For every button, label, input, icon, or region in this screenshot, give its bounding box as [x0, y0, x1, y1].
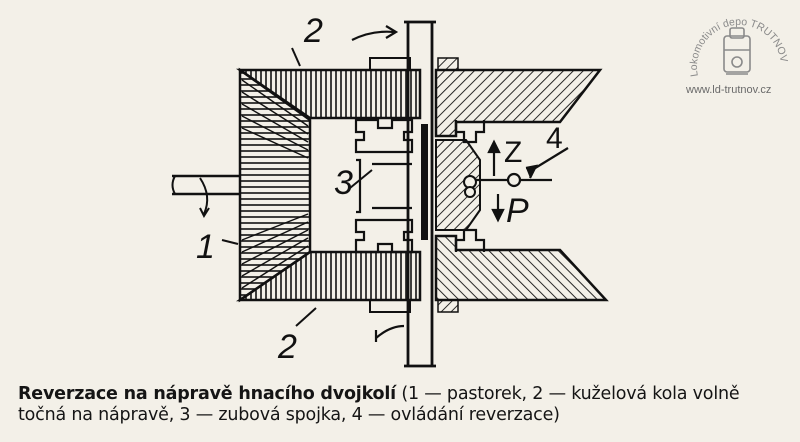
reversing-control-linkage — [476, 147, 569, 188]
coupling-sleeve — [435, 139, 481, 231]
leader-3 — [349, 169, 373, 189]
tooth-coupling — [354, 118, 486, 254]
svg-text:Lokomotivní depo TRUTNOV: Lokomotivní depo TRUTNOV — [688, 16, 790, 78]
label-control: 4 — [546, 122, 563, 155]
axle — [404, 20, 436, 368]
label-bevel-gear-top: 2 — [303, 12, 323, 50]
pinion-shaft — [171, 174, 240, 219]
locomotive-icon — [723, 27, 751, 75]
label-z: Z — [504, 136, 522, 169]
leader-top-2 — [291, 47, 301, 67]
figure-caption: Reverzace na nápravě hnacího dvojkolí (1… — [18, 384, 788, 426]
direction-arrow-z — [487, 139, 501, 176]
reversing-gear-diagram: 2 1 3 2 4 Z P — [171, 12, 609, 368]
axle-rotation-arrow-bottom — [374, 324, 405, 342]
leader-1 — [221, 239, 239, 245]
label-p: P — [506, 192, 529, 230]
watermark-url: www.ld-trutnov.cz — [686, 84, 772, 96]
lower-bevel-gear — [235, 234, 609, 313]
depot-logo-watermark: Lokomotivní depo TRUTNOV — [688, 16, 790, 78]
caption-line1-rest: (1 — pastorek, 2 — kuželová kola volně — [395, 384, 740, 404]
direction-arrow-p — [491, 194, 505, 223]
upper-bevel-gear — [235, 57, 603, 138]
caption-line2: točná na nápravě, 3 — zubová spojka, 4 —… — [18, 405, 560, 425]
caption-bold: Reverzace na nápravě hnacího dvojkolí — [18, 384, 396, 404]
label-bevel-gear-bottom: 2 — [277, 328, 297, 366]
watermark-arc-text: Lokomotivní depo TRUTNOV — [688, 16, 790, 78]
leader-bottom-2 — [295, 307, 317, 327]
label-tooth-coupling: 3 — [334, 164, 353, 202]
axle-rotation-arrow-top — [351, 25, 399, 41]
pinion-gear — [238, 67, 312, 303]
label-pinion: 1 — [196, 228, 215, 266]
